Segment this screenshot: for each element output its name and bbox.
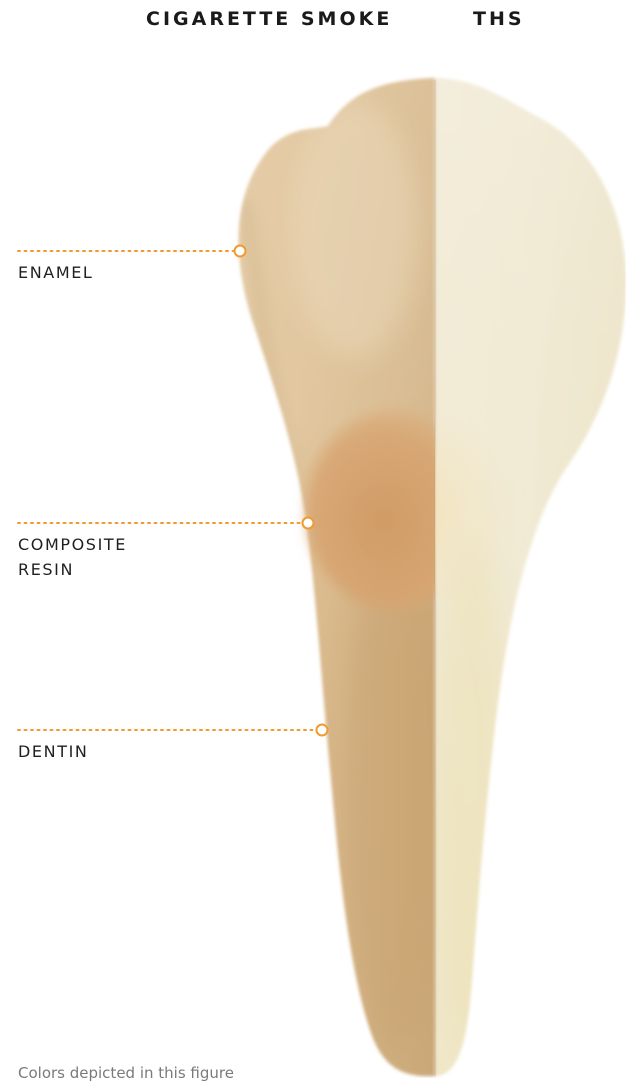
callout-composite: [18, 518, 314, 529]
callout-dentin: [18, 725, 328, 736]
callout-enamel: [18, 246, 246, 257]
enamel-label: ENAMEL: [18, 260, 93, 285]
colors-footnote: Colors depicted in this figure: [18, 1064, 234, 1082]
composite-resin-region: [306, 410, 535, 610]
dentin-label: DENTIN: [18, 739, 88, 764]
composite-resin-label: COMPOSITE RESIN: [18, 532, 127, 582]
